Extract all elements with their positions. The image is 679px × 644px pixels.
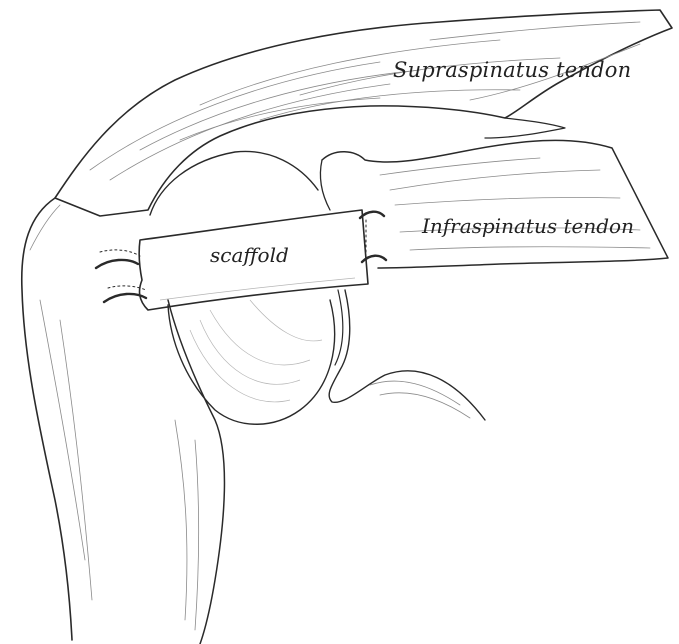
supraspinatus-tendon [55, 10, 672, 216]
suture-right-upper [360, 212, 384, 218]
suture-left-upper [96, 260, 138, 268]
humeral-head [150, 151, 335, 424]
humerus-bone [22, 198, 225, 644]
glenoid-scapula [329, 290, 485, 420]
infraspinatus-tendon [320, 140, 668, 268]
scaffold-label: scaffold [210, 243, 289, 267]
supraspinatus-tendon-label: Supraspinatus tendon [393, 58, 631, 82]
infraspinatus-tendon-label: Infraspinatus tendon [422, 214, 634, 238]
